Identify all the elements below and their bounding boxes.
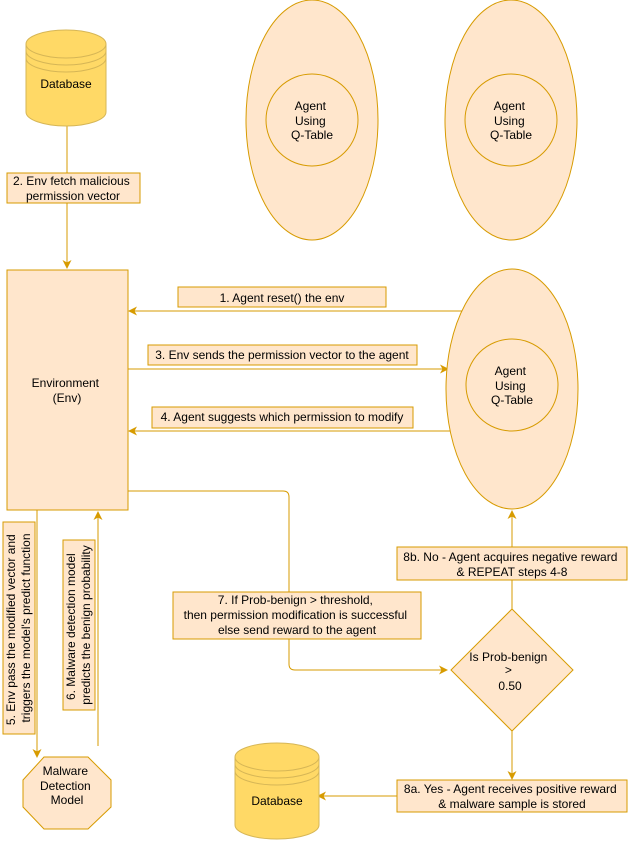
label-step2: 2. Env fetch malicious permission vector [6, 172, 141, 204]
svg-text:8b. No - Agent acquires negati: 8b. No - Agent acquires negative reward … [403, 550, 620, 579]
svg-text:Malware Detection: Malware Detection Model [40, 764, 94, 807]
agent-main-line3: Q-Table [491, 393, 533, 407]
svg-text:3. Env sends the permission ve: 3. Env sends the permission vector to th… [155, 348, 409, 362]
agent-top-1-line2: Using [295, 114, 326, 128]
svg-text:6. Malware detection model: 6. Malware detection model predicts the … [64, 545, 93, 704]
svg-text:8a. Yes - Agent receives posit: 8a. Yes - Agent receives positive reward… [404, 782, 620, 811]
label-step8b-line2: & REPEAT steps 4-8 [457, 565, 568, 579]
malware-model-line2: Detection [40, 779, 91, 793]
label-step5-line2: triggers the model's predict function [19, 533, 33, 722]
svg-text:Agent Using Q-Tabl: Agent Using Q-Table [291, 99, 333, 142]
label-step3: 3. Env sends the permission vector to th… [147, 344, 418, 366]
label-step6: 6. Malware detection model predicts the … [62, 539, 96, 711]
database-bottom: Database [234, 742, 320, 840]
label-step2-line1: 2. Env fetch malicious [13, 174, 130, 188]
agent-top-2-line3: Q-Table [490, 128, 532, 142]
decision-diamond: Is Prob-benign > 0.50 [450, 608, 574, 732]
label-step8a-line1: 8a. Yes - Agent receives positive reward [404, 782, 617, 796]
label-step6-line2: predicts the benign probability [79, 545, 93, 704]
label-step7-line2: then permission modification is successf… [184, 608, 407, 622]
label-step4-line1: 4. Agent suggests which permission to mo… [161, 410, 404, 424]
label-step1-line1: 1. Agent reset() the env [220, 291, 345, 305]
svg-text:1. Agent reset() the env: 1. Agent reset() the env [220, 291, 345, 305]
edge-env-to-decision [128, 490, 448, 675]
svg-text:5. Env pass the modified vecto: 5. Env pass the modified vector and trig… [4, 531, 33, 725]
label-step2-line2: permission vector [26, 189, 120, 203]
agent-main: Agent Using Q-Table [445, 268, 579, 510]
agent-top-1: Agent Using Q-Table [245, 0, 379, 241]
label-step5-line1: 5. Env pass the modified vector and [4, 534, 18, 725]
label-step8a-line2: & malware sample is stored [438, 797, 585, 811]
decision-line1: Is Prob-benign [469, 650, 547, 664]
label-step7-line1: 7. If Prob-benign > threshold, [218, 593, 373, 607]
label-step4: 4. Agent suggests which permission to mo… [151, 406, 414, 429]
malware-detection-model: Malware Detection Model [22, 756, 112, 830]
agent-top-2-line1: Agent [494, 99, 526, 113]
agent-main-line2: Using [495, 379, 526, 393]
environment-label: Environment [32, 376, 100, 390]
svg-text:Agent Using Q-Tabl: Agent Using Q-Table [490, 99, 532, 142]
svg-text:2. Env fetch malicious p: 2. Env fetch malicious permission vector [13, 174, 133, 203]
label-step7: 7. If Prob-benign > threshold, then perm… [172, 591, 422, 640]
database-bottom-label: Database [251, 794, 303, 808]
svg-text:Agent Using Q-Tabl: Agent Using Q-Table [491, 364, 533, 407]
label-step3-line1: 3. Env sends the permission vector to th… [155, 348, 409, 362]
decision-line2: > [505, 663, 512, 677]
malware-model-line1: Malware [43, 764, 89, 778]
database-top: Database [25, 29, 107, 127]
svg-text:Environment (Env): Environment (Env) [32, 376, 103, 405]
agent-top-2: Agent Using Q-Table [444, 0, 578, 241]
label-step5: 5. Env pass the modified vector and trig… [2, 521, 36, 735]
malware-model-line3: Model [51, 793, 84, 807]
agent-top-1-line3: Q-Table [291, 128, 333, 142]
svg-text:7. If Prob-benign > threshold,: 7. If Prob-benign > threshold, then perm… [184, 593, 411, 637]
label-step7-line3: else send reward to the agent [218, 623, 377, 637]
label-step8a: 8a. Yes - Agent receives positive reward… [396, 779, 628, 813]
decision-line3: 0.50 [498, 679, 522, 693]
database-top-label: Database [40, 77, 92, 91]
svg-text:Is Prob-benign > 0: Is Prob-benign > 0.50 [469, 650, 550, 693]
svg-text:4. Agent suggests which permis: 4. Agent suggests which permission to mo… [161, 410, 404, 424]
environment-sublabel: (Env) [53, 391, 82, 405]
label-step6-line1: 6. Malware detection model [64, 553, 78, 700]
label-step8b: 8b. No - Agent acquires negative reward … [396, 546, 628, 581]
agent-main-line1: Agent [495, 364, 527, 378]
label-step1: 1. Agent reset() the env [177, 286, 387, 308]
environment-box: Environment (Env) [6, 269, 129, 511]
agent-top-2-line2: Using [494, 114, 525, 128]
label-step8b-line1: 8b. No - Agent acquires negative reward [403, 550, 617, 564]
agent-top-1-line1: Agent [295, 99, 327, 113]
